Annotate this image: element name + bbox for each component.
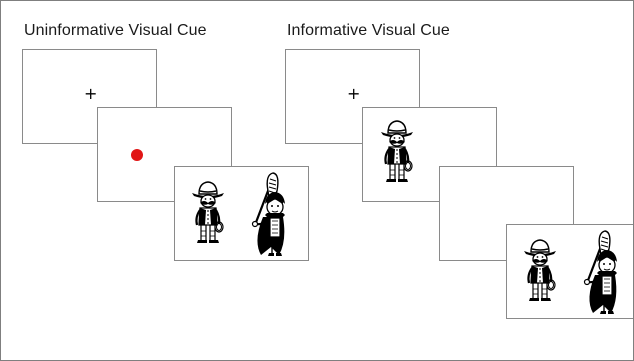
cowboy-icon xyxy=(190,180,226,245)
heading-uninformative-cue: Uninformative Visual Cue xyxy=(24,22,207,39)
heading-informative-cue: Informative Visual Cue xyxy=(287,22,450,39)
vampire-with-bat-icon xyxy=(583,229,619,316)
cowboy-cue-icon xyxy=(379,119,415,184)
cowboy-icon xyxy=(522,238,558,303)
fixation-cross-icon: + xyxy=(84,84,98,103)
left-target-frame xyxy=(174,166,309,261)
right-target-frame xyxy=(506,224,633,319)
vampire-with-bat-icon xyxy=(251,171,287,258)
red-dot-cue-icon xyxy=(131,149,143,161)
left-fixation-frame: + xyxy=(22,49,157,144)
fixation-cross-icon: + xyxy=(347,84,361,103)
